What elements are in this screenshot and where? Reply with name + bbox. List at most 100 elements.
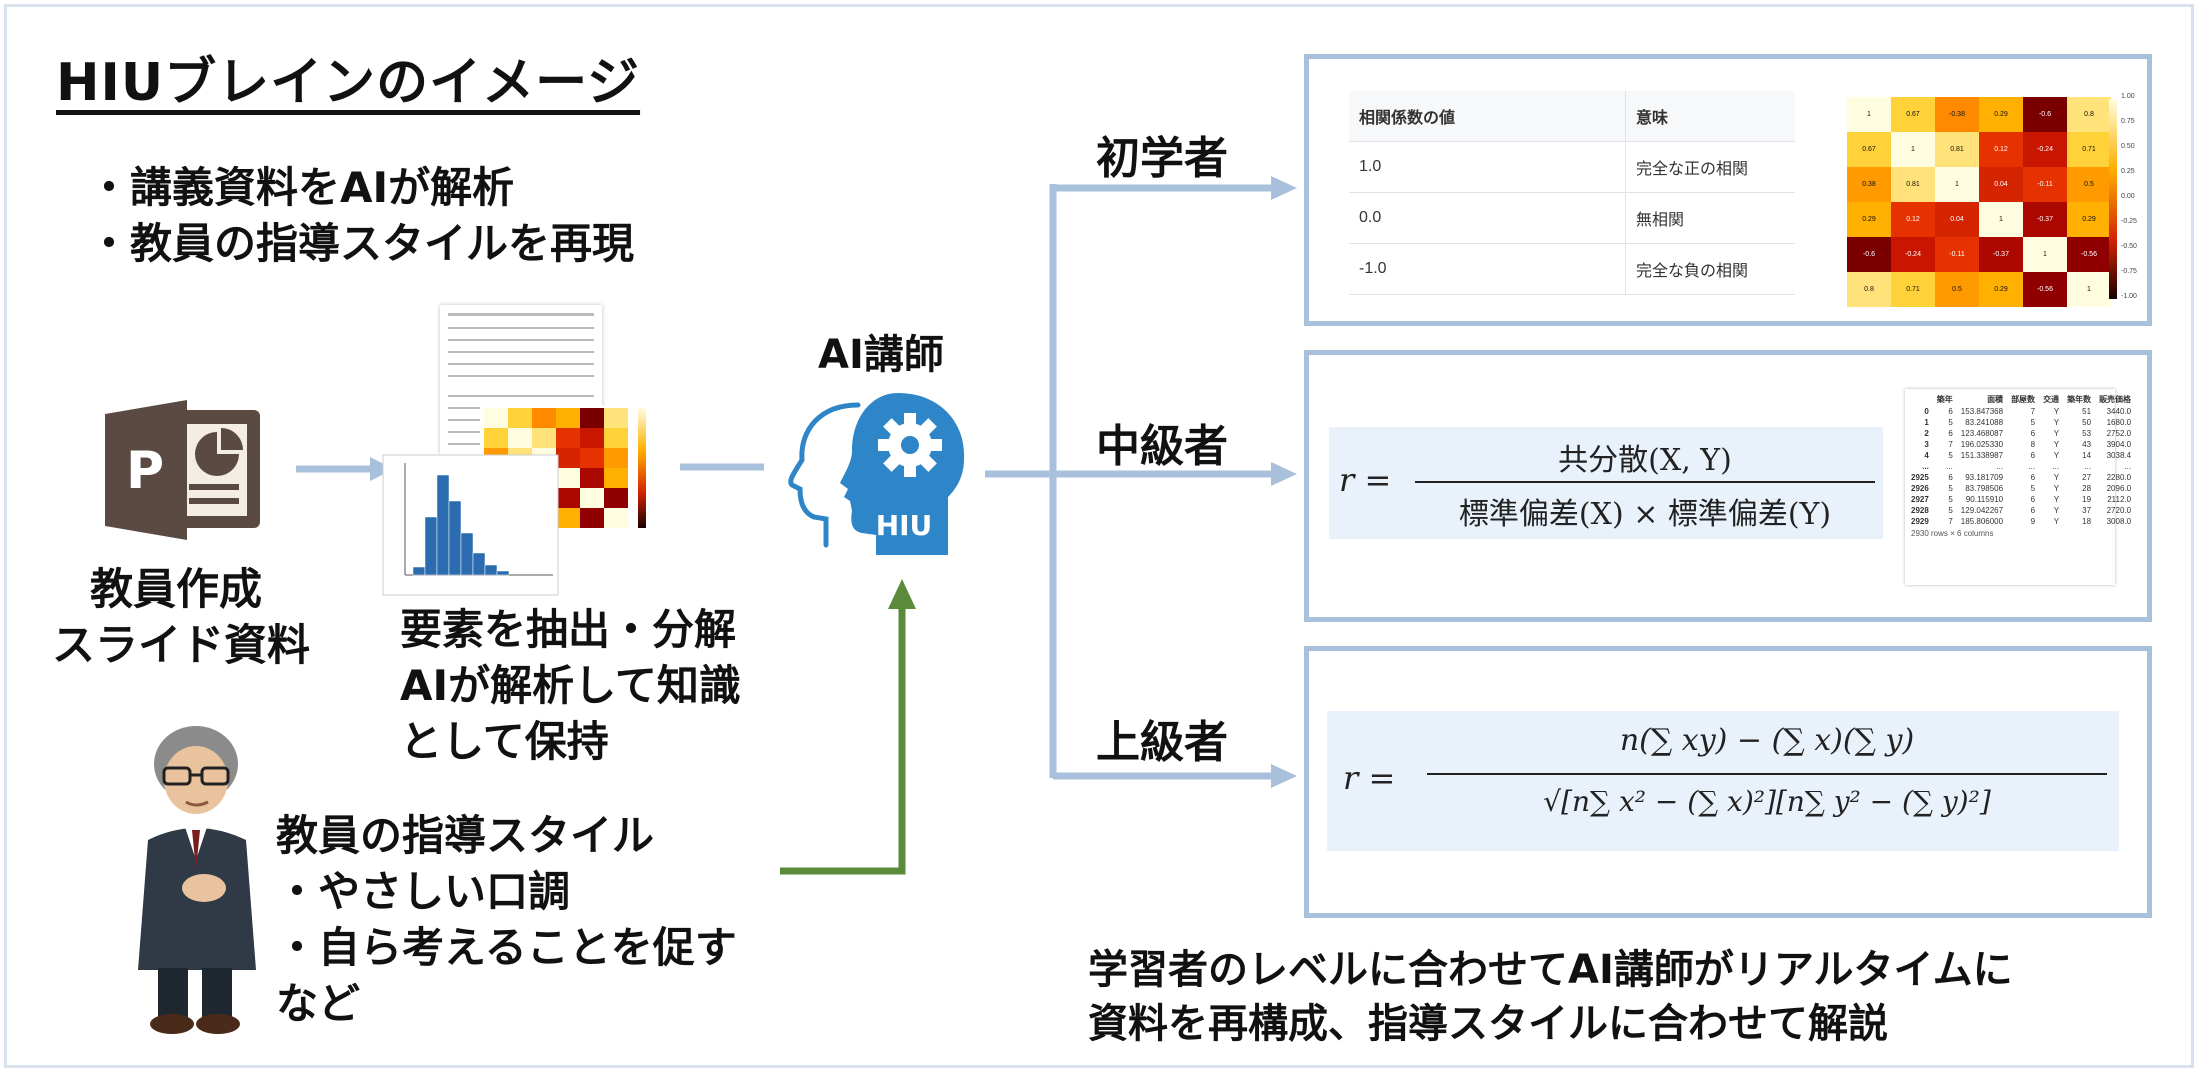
colorbar-tick: 0.25 — [2121, 168, 2135, 175]
data-table-cell: Y — [2053, 473, 2060, 482]
corr-header-value: 相関係数の値 — [1349, 91, 1626, 142]
extract-label-1: 要素を抽出・分解 — [400, 605, 737, 654]
formula-intermediate: r = 共分散(X, Y) 標準偏差(X) × 標準偏差(Y) — [1329, 427, 1883, 539]
data-table-cell: 5 — [1948, 506, 1953, 515]
formula-adv-lhs: r = — [1343, 759, 1396, 797]
colorbar-tick: 0.00 — [2121, 193, 2135, 200]
slides-label-2: スライド資料 — [52, 621, 310, 671]
data-table-cell: 196.025330 — [1960, 440, 2004, 449]
heatmap-cell: 0.04 — [1935, 202, 1979, 237]
data-table-cell: 5 — [2030, 418, 2036, 427]
data-table-cell: 2925 — [1911, 473, 1929, 482]
heatmap-cell: 0.5 — [1935, 272, 1979, 307]
heatmap-cell: -0.38 — [1935, 97, 1979, 132]
table-row: ..................... — [1907, 461, 2135, 472]
heatmap-cell: -0.24 — [2023, 132, 2067, 167]
bottom-caption-1: 学習者のレベルに合わせてAI講師がリアルタイムに — [1088, 947, 2013, 993]
data-table-cell: 7 — [1948, 517, 1953, 526]
data-table-cell: Y — [2053, 484, 2060, 493]
data-table-cell: 6 — [2030, 495, 2036, 504]
data-table-cell: 2928 — [1911, 506, 1929, 515]
heatmap-cell: 0.29 — [1979, 272, 2023, 307]
data-table-header: 面積 — [1987, 395, 2004, 404]
extract-label-3: として保持 — [400, 717, 609, 766]
heatmap-cell: -0.11 — [2023, 167, 2067, 202]
data-table-cell: 2 — [1924, 429, 1929, 438]
heatmap-cell: -0.6 — [2023, 97, 2067, 132]
slides-label-1: 教員作成 — [90, 565, 262, 615]
data-table-cell: 2927 — [1911, 495, 1929, 504]
formula-advanced: r = n(∑ xy) − (∑ x)(∑ y) √[n∑ x² − (∑ x)… — [1327, 711, 2119, 851]
style-label-4: など — [276, 979, 361, 1028]
data-table-header: 部屋数 — [2011, 395, 2036, 404]
level-beginner-label: 初学者 — [1096, 133, 1228, 184]
data-table-cell: 5 — [1948, 495, 1953, 504]
level-advanced-label: 上級者 — [1096, 717, 1228, 768]
data-table-cell: 7 — [2030, 407, 2036, 416]
data-table-cell: 2929 — [1911, 517, 1929, 526]
heatmap-cell: 0.12 — [1891, 202, 1935, 237]
data-table-header: 築年数 — [2067, 395, 2092, 404]
heatmap-cell: 0.81 — [1935, 132, 1979, 167]
style-label-2: ・やさしい口調 — [276, 867, 571, 916]
data-table-cell: 123.468087 — [1960, 429, 2004, 438]
heatmap-cell: 0.38 — [1847, 167, 1891, 202]
style-label-1: 教員の指導スタイル — [276, 811, 655, 860]
data-table-cell: 1680.0 — [2106, 418, 2132, 427]
level-intermediate-label: 中級者 — [1096, 421, 1228, 472]
data-table-cell: 5 — [1948, 484, 1953, 493]
data-table-cell: 19 — [2082, 495, 2092, 504]
formula-mid-denominator: 標準偏差(X) × 標準偏差(Y) — [1458, 497, 1832, 532]
corr-cell: 完全な負の相関 — [1625, 243, 1795, 295]
data-table-cell: Y — [2053, 517, 2060, 526]
data-table-cell: 6 — [2030, 451, 2036, 460]
data-table-header: 販売価格 — [2099, 395, 2132, 404]
data-table-cell: 6 — [2030, 429, 2036, 438]
data-table-cell: 37 — [2082, 506, 2092, 515]
heatmap-cell: -0.24 — [1891, 237, 1935, 272]
ai-badge-text: HIU — [876, 509, 933, 542]
heatmap-cell: 0.8 — [2067, 97, 2111, 132]
heatmap-cell: -0.56 — [2067, 237, 2111, 272]
data-table-cell: 2112.0 — [2107, 495, 2132, 504]
data-table-cell: 6 — [2030, 473, 2036, 482]
fraction-bar — [1427, 773, 2107, 775]
formula-mid-lhs: r = — [1339, 461, 1392, 499]
ppt-letter: P — [126, 441, 164, 501]
data-table-cell: Y — [2053, 451, 2060, 460]
data-table-cell: 6 — [1948, 473, 1953, 482]
data-table-cell: 2280.0 — [2106, 473, 2132, 482]
heatmap-cell: 0.67 — [1891, 97, 1935, 132]
data-table-header — [1907, 393, 1933, 406]
intermediate-panel: r = 共分散(X, Y) 標準偏差(X) × 標準偏差(Y) 築年面積部屋数交… — [1304, 350, 2152, 622]
heatmap-cell: -0.56 — [2023, 272, 2067, 307]
data-table-cell: 83.241088 — [1965, 418, 2004, 427]
heatmap-cell: 1 — [2023, 237, 2067, 272]
heatmap-cell: 0.5 — [2067, 167, 2111, 202]
heatmap-cell: 0.71 — [1891, 272, 1935, 307]
data-table-cell: ... — [2028, 462, 2036, 471]
branch-arrows — [985, 176, 1297, 788]
outer-frame — [4, 4, 2194, 1068]
bullet-analyze: ・講義資料をAIが解析 — [88, 163, 515, 212]
data-table-cell: 153.847368 — [1960, 407, 2004, 416]
data-table-cell: 1 — [1924, 418, 1929, 427]
data-table-cell: ... — [2052, 462, 2060, 471]
data-table-cell: 6 — [1948, 429, 1953, 438]
data-table-cell: 0 — [1924, 407, 1929, 416]
corr-cell: 0.0 — [1349, 192, 1626, 244]
heatmap-cell: 1 — [2067, 272, 2111, 307]
data-table-cell: 2752.0 — [2106, 429, 2132, 438]
data-table-cell: ... — [1922, 462, 1929, 471]
data-table-cell: 129.042267 — [1960, 506, 2004, 515]
data-table-footer: 2930 rows × 6 columns — [1911, 529, 1994, 538]
heatmap-cell: 1 — [1935, 167, 1979, 202]
heatmap-cell: 0.29 — [1847, 202, 1891, 237]
bullet-reproduce: ・教員の指導スタイルを再現 — [88, 219, 635, 268]
